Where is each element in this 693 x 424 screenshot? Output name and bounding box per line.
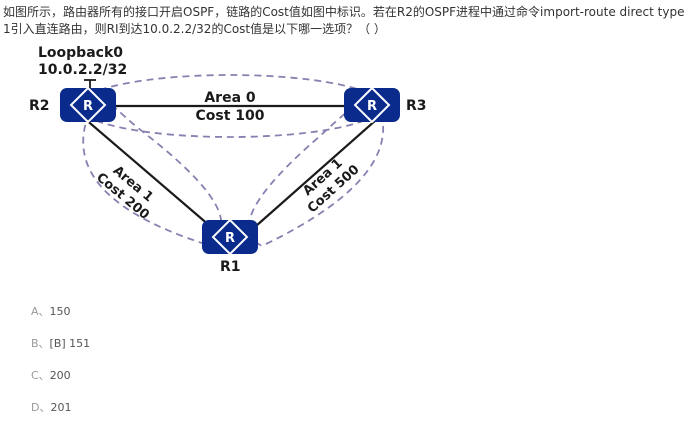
router-r1-label: R1 <box>220 259 241 275</box>
option-a-text: 150 <box>49 304 71 318</box>
option-a[interactable]: A、 150 <box>31 295 90 327</box>
option-c-letter: C、 <box>31 369 50 382</box>
router-r3-icon: R <box>344 86 400 124</box>
option-c[interactable]: C、 200 <box>31 359 90 391</box>
option-c-text: 200 <box>49 368 71 382</box>
question-text: 如图所示，路由器所有的接口开启OSPF，链路的Cost值如图中标识。若在R2的O… <box>3 5 689 36</box>
svg-text:R: R <box>83 99 93 114</box>
link-r2-r3-area: Area 0 <box>204 90 256 106</box>
option-b[interactable]: B、 [B] 151 <box>31 327 90 359</box>
link-r3-r1 <box>255 119 377 227</box>
loopback-ip: 10.0.2.2/32 <box>38 62 127 78</box>
router-r1-icon: R <box>202 218 258 256</box>
network-diagram: R R R Loopback0 10.0.2.2/32 R2 R3 R1 Are… <box>29 45 427 275</box>
option-b-text: [B] 151 <box>49 336 91 350</box>
option-d-text: 201 <box>50 400 72 414</box>
svg-text:R: R <box>367 99 377 114</box>
option-a-letter: A、 <box>31 305 50 318</box>
router-r3-label: R3 <box>406 98 427 114</box>
option-d-letter: D、 <box>31 401 51 414</box>
link-r2-r3-cost: Cost 100 <box>195 108 264 124</box>
svg-text:R: R <box>225 231 235 246</box>
link-r2-r1 <box>83 117 211 227</box>
option-d[interactable]: D、 201 <box>31 391 90 423</box>
router-r2-icon: R <box>60 86 116 124</box>
option-b-letter: B、 <box>31 337 50 350</box>
router-r2-label: R2 <box>29 98 50 114</box>
answer-options: A、 150 B、 [B] 151 C、 200 D、 201 <box>31 295 90 423</box>
loopback-name: Loopback0 <box>38 45 123 61</box>
